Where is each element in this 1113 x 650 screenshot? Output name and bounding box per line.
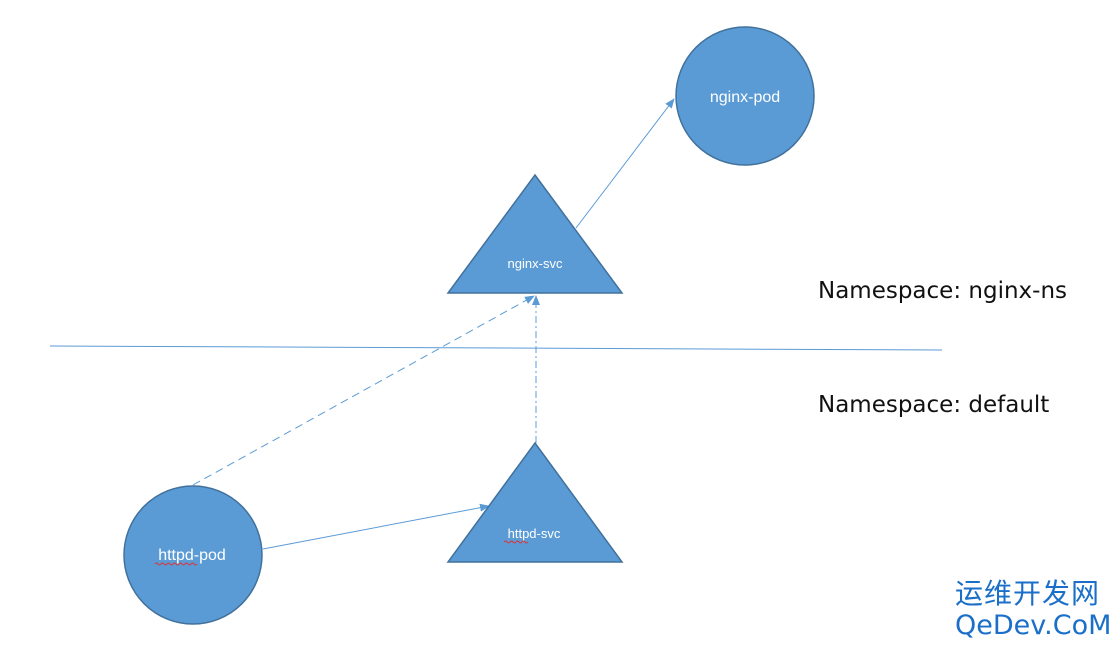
nginx-pod-label: nginx-pod <box>710 89 780 106</box>
httpd-pod-label: httpd-pod <box>158 547 226 564</box>
namespace-label-nginx-ns: Namespace: nginx-ns <box>818 278 1068 304</box>
httpd-pod-circle <box>123 485 263 625</box>
connector-httpd-pod-to-httpd-svc <box>262 503 490 550</box>
watermark-logo: 运维开发网 QeDev.CoM <box>955 577 1112 641</box>
httpd-pod-spellcheck-underline <box>154 562 198 566</box>
nginx-svc-label: nginx-svc <box>508 256 563 271</box>
namespace-label-default: Namespace: default <box>818 392 1050 418</box>
connector-httpd-pod-to-nginx-svc <box>192 295 535 486</box>
httpd-pod-node[interactable]: httpd-pod <box>123 485 263 625</box>
httpd-svc-triangle <box>446 441 624 563</box>
watermark-en-text: QeDev.CoM <box>955 610 1112 641</box>
httpd-svc-node[interactable]: httpd-svc <box>446 441 624 563</box>
watermark-cn-text: 运维开发网 <box>955 577 1101 610</box>
nginx-pod-node[interactable]: nginx-pod <box>675 26 815 166</box>
namespace-divider <box>49 345 943 351</box>
nginx-svc-node[interactable]: nginx-svc <box>446 173 624 294</box>
httpd-svc-label: httpd-svc <box>508 526 561 541</box>
httpd-svc-spellcheck-underline <box>503 540 529 544</box>
nginx-pod-circle <box>675 26 815 166</box>
nginx-svc-triangle <box>446 173 624 294</box>
connector-nginx-svc-to-nginx-pod <box>575 98 675 229</box>
